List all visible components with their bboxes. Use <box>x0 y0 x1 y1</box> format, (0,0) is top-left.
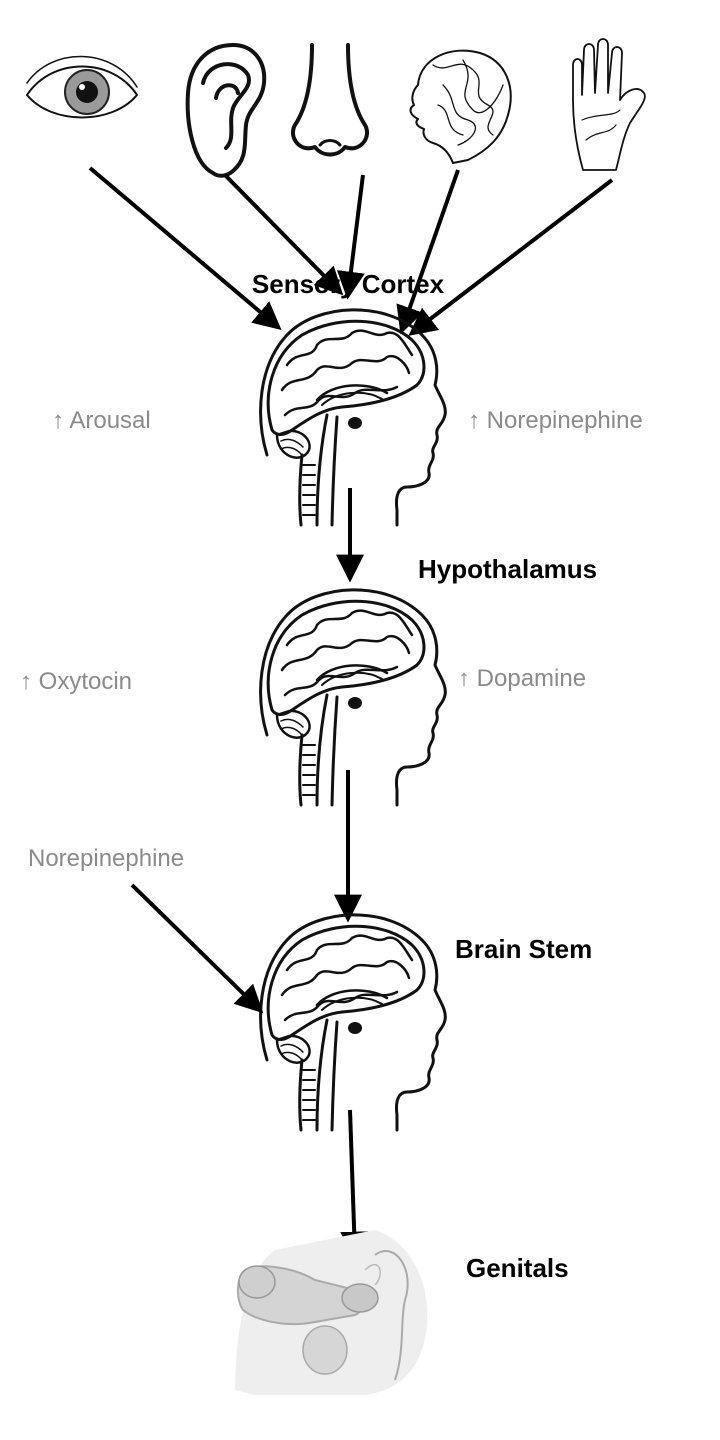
eye-to-cortex-arrow <box>88 166 282 331</box>
dopamine-label: ↑ Dopamine <box>458 665 586 692</box>
brain-stem-label: Brain Stem <box>455 934 592 964</box>
norepinephine-to-brainstem-arrow <box>130 883 264 1014</box>
ear-icon <box>185 43 267 178</box>
oxytocin-label: ↑ Oxytocin <box>20 668 132 695</box>
head-profile-icon <box>409 49 512 164</box>
genitals-illustration <box>235 1230 428 1395</box>
nose-to-cortex-arrow <box>337 174 365 300</box>
arousal-label: ↑ Arousal <box>52 407 151 434</box>
hand-to-cortex-arrow <box>408 178 614 336</box>
genitals-label: Genitals <box>466 1253 569 1283</box>
hand-icon <box>572 38 646 171</box>
eye-icon <box>26 55 138 119</box>
brainstem-to-genitals-arrow <box>340 1109 369 1260</box>
brain-head-hypothalamus <box>259 588 447 807</box>
norepinephine-label: Norepinephine <box>28 845 184 872</box>
ear-to-cortex-arrow <box>223 173 344 296</box>
hypothalamus-label: Hypothalamus <box>418 554 597 584</box>
nose-icon <box>291 43 369 157</box>
head-to-cortex-arrow <box>396 169 460 335</box>
sensory-cortex-label: Sensory Cortex <box>252 269 445 299</box>
norepinephine-up-label: ↑ Norepinephine <box>468 407 643 434</box>
brain-head-sensory-cortex <box>259 308 447 527</box>
brain-head-brain-stem <box>259 913 447 1132</box>
